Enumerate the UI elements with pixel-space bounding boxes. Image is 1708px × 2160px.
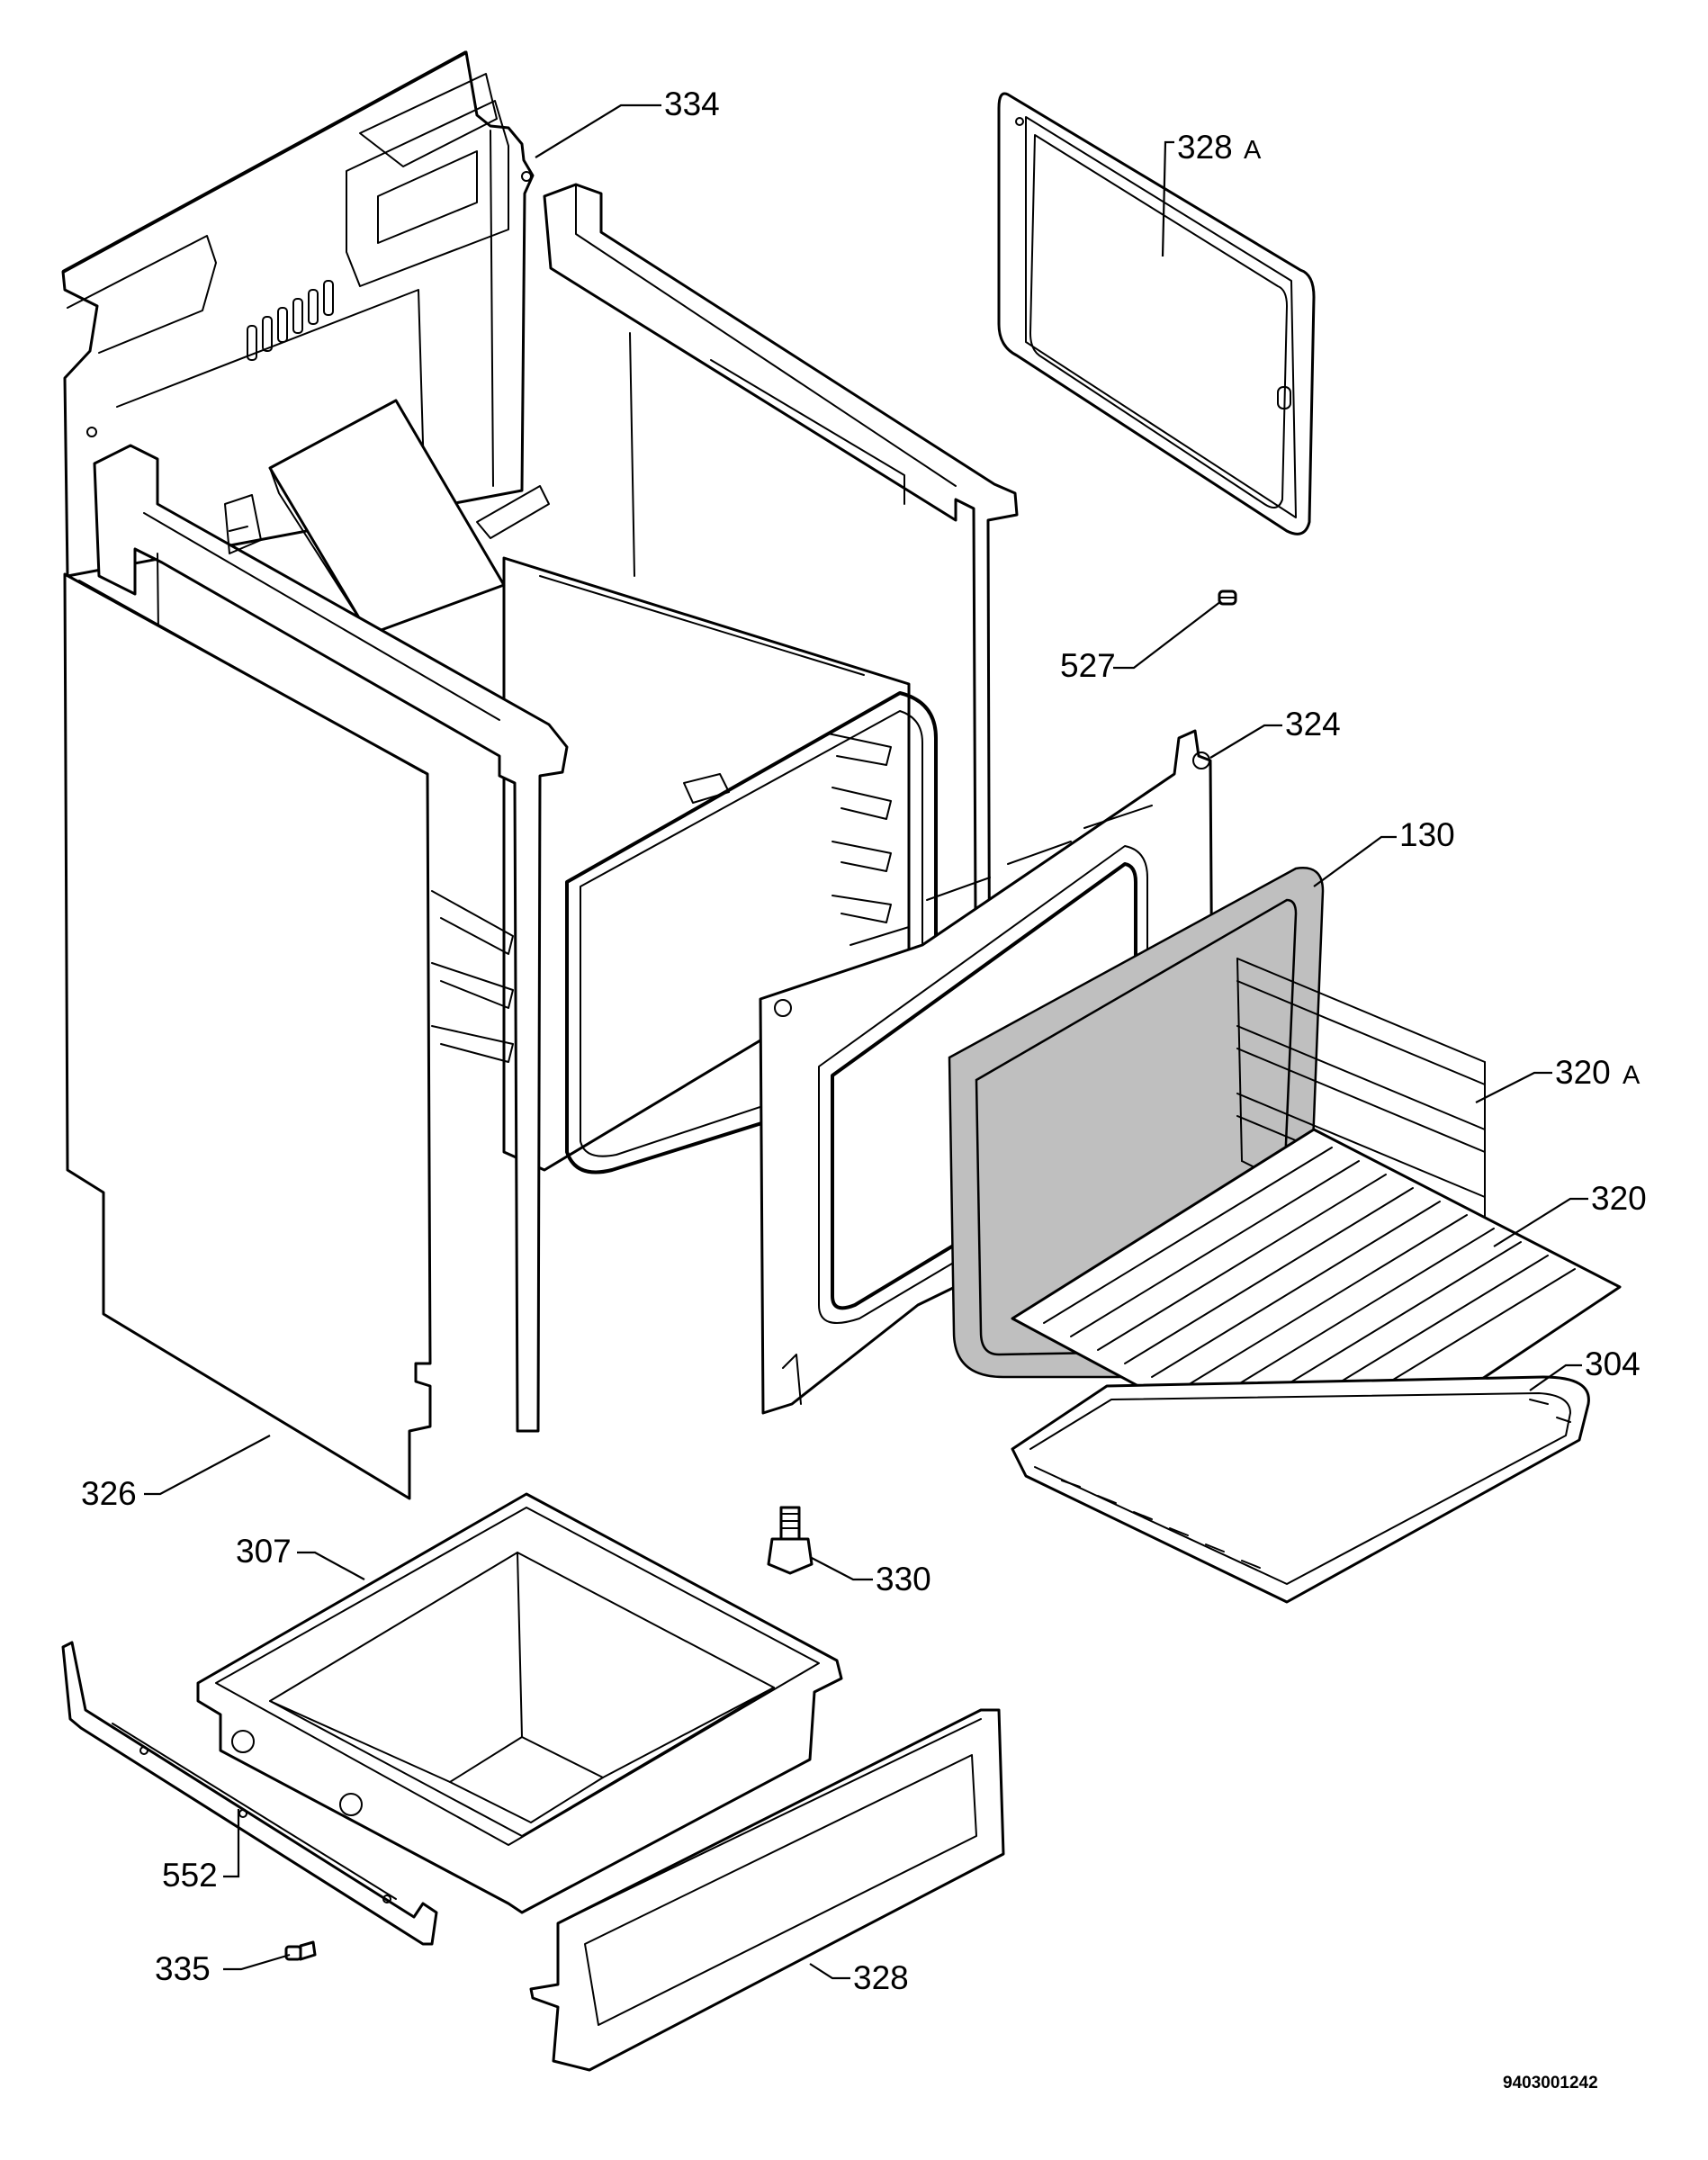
- part-552-drawer-runner: [61, 1641, 438, 1946]
- part-328-drawer-front: [529, 1708, 1005, 2072]
- leader-lines: [144, 104, 1588, 1980]
- callout-328-number: 328: [853, 1959, 909, 1996]
- callout-320a-number: 320: [1555, 1054, 1611, 1091]
- callout-328a-number: 328: [1177, 129, 1233, 166]
- callout-335-number: 335: [155, 1950, 211, 1987]
- callout-552-number: 552: [162, 1857, 218, 1894]
- document-number: 9403001242: [1503, 2074, 1598, 2092]
- part-328A-inner-door-glass: [997, 92, 1316, 536]
- callout-326-number: 326: [81, 1475, 137, 1512]
- callout-527-number: 527: [1060, 647, 1116, 684]
- part-330-foot-bolt: [767, 1506, 814, 1575]
- callout-130-number: 130: [1399, 816, 1455, 853]
- part-307-storage-drawer: [196, 1492, 843, 1914]
- part-side-frame: [543, 183, 1019, 1118]
- part-527-nut: [1218, 590, 1237, 606]
- callout-307-number: 307: [236, 1533, 292, 1570]
- part-304-baking-tray: [1011, 1375, 1590, 1604]
- part-insulation-block: [268, 399, 506, 649]
- callout-324-number: 324: [1285, 706, 1341, 742]
- part-326-side-panel: [63, 572, 432, 1500]
- part-335-screw: [284, 1940, 317, 1961]
- callout-330-number: 330: [876, 1561, 931, 1598]
- callout-304-number: 304: [1585, 1346, 1641, 1382]
- callout-334-number: 334: [664, 86, 720, 122]
- callout-320-number: 320: [1591, 1180, 1647, 1217]
- callout-328a-suffix: A: [1244, 136, 1262, 165]
- callout-320a-suffix: A: [1623, 1061, 1641, 1090]
